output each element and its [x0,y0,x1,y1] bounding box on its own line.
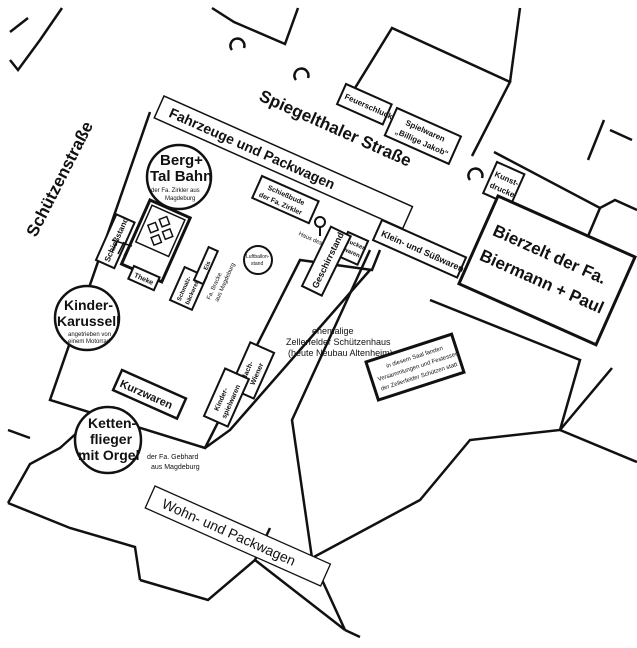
ride-subtitle: angetrieben von [68,332,111,338]
stand-spielwaren-billige-jakob: Spielwaren „Billige Jakob“ [383,106,463,166]
diamond-pattern-icon [146,215,174,247]
building-label: ehemalige [312,326,354,336]
building-saal-note: in diesem Saal fanden Versammlungen und … [364,332,466,402]
building-label: (heute Neubau Altenheim) [288,348,393,358]
gun-rack-icon [111,239,133,257]
band-label-wohn: Wohn- und Packwagen [160,495,299,568]
stand-schiessstand-block [119,198,193,284]
stand-eis: Eis [192,245,220,286]
lamp-icon [229,37,246,51]
stand-theke: Theke [126,264,161,292]
ride-title: Kinder- [64,297,113,313]
key-icon [314,216,326,236]
street-label-schuetzenstrasse: Schützenstraße [23,118,97,239]
ride-title: Karussell [57,313,120,329]
stand-klein-suesswaren: Klein- und Süßwaren [371,218,468,279]
stand-label: Eis [203,260,212,271]
stand-zuckerwaren: Zucker- waren [336,230,370,267]
ride-title: Berg+ [160,152,203,169]
ride-title: flieger [90,431,133,447]
building-schuetzenhaus: ehemalige Zellerfelder Schützenhaus (heu… [286,326,393,358]
ride-subtitle: der Fa. Zirkler aus [151,188,200,194]
ride-title: Tal Bahn [150,168,212,185]
ride-berg-tal-bahn: Berg+ Tal Bahn der Fa. Zirkler aus Magde… [145,143,213,211]
building-label: Zellerfelder Schützenhaus [286,337,391,347]
ride-subtitle: Magdeburg [165,196,195,202]
fairground-boundary-2 [204,269,371,450]
ride-subtitle: einem Motorrad [68,339,110,345]
stand-schiessbude-zirkler: Schießbude der Fa. Zirkler [250,174,320,225]
ride-title: Ketten- [88,415,137,431]
ride-kinder-karussell: Kinder- Karussell angetrieben von einem … [53,284,121,352]
ride-title: mit Orgel [78,447,139,463]
stand-label: stand [251,261,263,267]
stand-luftballon: Luftballon- stand [243,245,273,275]
ride-kettenflieger: Ketten- flieger mit Orgel [73,405,143,475]
ride-subtitle: der Fa. Gebhard [147,454,198,461]
building-bierzelt: Bierzelt der Fa. Biermann + Paul [456,194,637,347]
stand-kunstdrucke: Kunst- drucke [481,160,526,207]
lamp-icon [293,67,310,81]
lamp-icon [467,167,484,181]
ride-subtitle: aus Magdeburg [151,464,200,471]
stand-label: Luftballon- [246,254,270,260]
